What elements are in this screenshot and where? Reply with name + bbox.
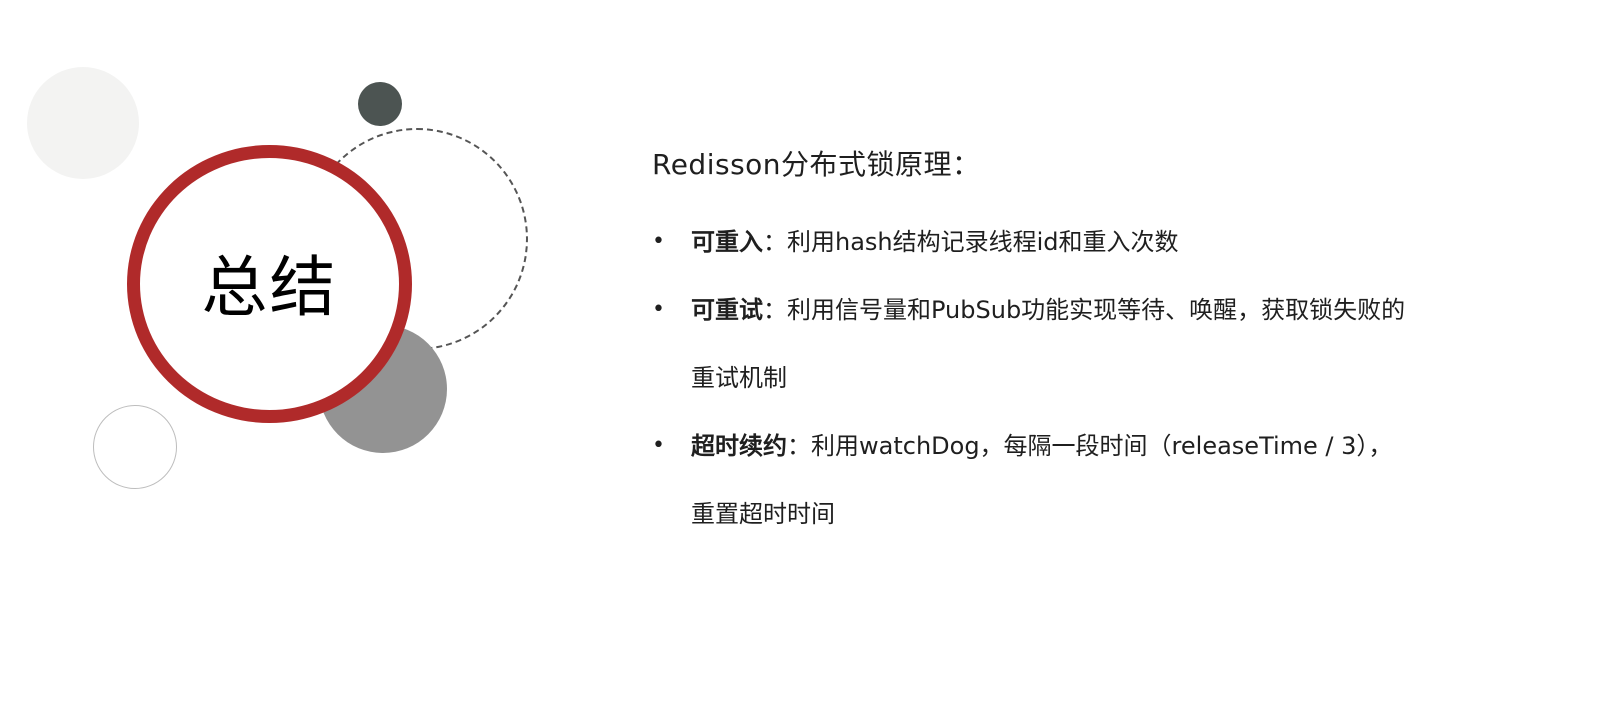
title-ring: 总结 (127, 145, 412, 423)
item-text: 利用hash结构记录线程id和重入次数 (787, 228, 1179, 256)
item-term: 超时续约 (691, 432, 787, 460)
item-separator: ： (787, 432, 811, 460)
item-separator: ： (763, 228, 787, 256)
decorative-light-circle (27, 67, 139, 179)
section-heading: Redisson分布式锁原理： (652, 148, 981, 181)
list-item: • 超时续约：利用watchDog，每隔一段时间（releaseTime / 3… (652, 412, 1406, 548)
list-item: • 可重入：利用hash结构记录线程id和重入次数 (652, 208, 1406, 276)
item-term: 可重入 (691, 228, 763, 256)
bullet-icon: • (652, 297, 665, 322)
item-term: 可重试 (691, 296, 763, 324)
bullet-icon: • (652, 229, 665, 254)
list-item: • 可重试：利用信号量和PubSub功能实现等待、唤醒，获取锁失败的重试机制 (652, 276, 1406, 412)
principle-list: • 可重入：利用hash结构记录线程id和重入次数 • 可重试：利用信号量和Pu… (652, 208, 1452, 548)
decorative-outline-circle (93, 405, 177, 489)
decorative-dark-dot (358, 82, 402, 126)
bullet-icon: • (652, 433, 665, 458)
slide-title: 总结 (201, 249, 338, 326)
summary-content: Redisson分布式锁原理： • 可重入：利用hash结构记录线程id和重入次… (652, 140, 1452, 548)
item-text: 利用信号量和PubSub功能实现等待、唤醒，获取锁失败的重试机制 (691, 296, 1406, 392)
item-separator: ： (763, 296, 787, 324)
item-text: 利用watchDog，每隔一段时间（releaseTime / 3），重置超时时… (691, 432, 1393, 528)
